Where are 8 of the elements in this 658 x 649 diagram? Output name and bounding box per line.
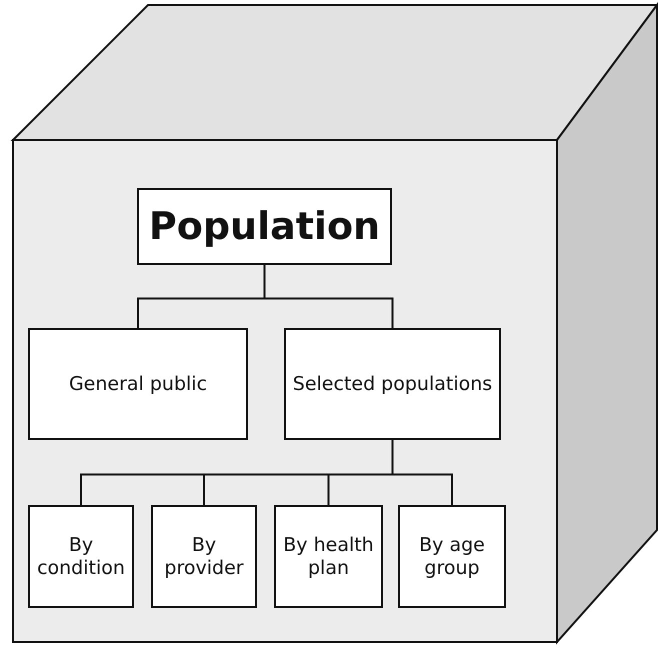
category-box: By provider [151, 505, 257, 608]
category-box: Selected populations [284, 328, 501, 440]
title-box: Population [137, 188, 392, 265]
category-box: General public [28, 328, 248, 440]
category-box: By condition [28, 505, 134, 608]
category-box: By age group [398, 505, 506, 608]
connector-line [392, 440, 453, 505]
category-box: By health plan [274, 505, 383, 608]
